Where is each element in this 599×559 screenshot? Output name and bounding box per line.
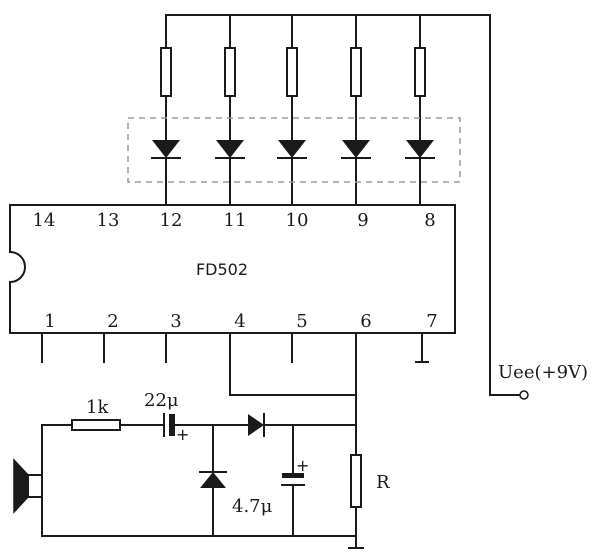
capacitor-4-7u-label: 4.7μ	[232, 496, 273, 517]
led-diode	[152, 140, 180, 158]
pin-14-label: 14	[33, 210, 56, 231]
led-array-outline	[127, 117, 461, 183]
bottom-pin-labels: 1 2 3 4 5 6 7	[44, 311, 437, 332]
top-supply-bus	[165, 14, 521, 396]
resistor-1k	[71, 419, 121, 431]
pin-9-label: 9	[357, 210, 368, 231]
led-diode	[406, 140, 434, 158]
resistor	[414, 47, 426, 97]
pin-6-label: 6	[360, 311, 371, 332]
pin-10-label: 10	[286, 210, 309, 231]
pin-12-label: 12	[160, 210, 183, 231]
resistor-1k-label: 1k	[86, 397, 109, 418]
supply-terminal	[519, 390, 529, 400]
resistor-r	[350, 454, 362, 508]
resistor	[286, 47, 298, 97]
pin-3-label: 3	[170, 311, 181, 332]
led-branch-pin-9	[341, 14, 371, 206]
led-diode	[216, 140, 244, 158]
supply-label: Uee(+9V)	[498, 362, 588, 383]
led-branch-pin-11	[215, 14, 245, 206]
pin4-pin6-connection	[229, 332, 357, 456]
capacitor-4-7u	[282, 473, 304, 478]
pin-8-label: 8	[424, 210, 435, 231]
series-diode	[248, 414, 264, 436]
capacitor-22u-label: 22μ	[144, 390, 179, 411]
pin-2-label: 2	[107, 311, 118, 332]
pin-7-label: 7	[426, 311, 437, 332]
pin-1-label: 1	[44, 311, 55, 332]
resistor	[160, 47, 172, 97]
pin-11-label: 11	[224, 210, 247, 231]
pin-5-label: 5	[296, 311, 307, 332]
led-branch-pin-12	[151, 14, 181, 206]
resistor	[224, 47, 236, 97]
input-stage: 1k 22μ + + 4.7μ R	[13, 390, 390, 549]
resistor	[350, 47, 362, 97]
led-diode	[278, 140, 306, 158]
pin-13-label: 13	[97, 210, 120, 231]
capacitor-4-7u-plus: +	[296, 456, 309, 475]
capacitor-22u	[169, 414, 175, 436]
capacitor-22u-plus: +	[176, 425, 189, 444]
resistor-r-label: R	[376, 472, 390, 493]
led-branch-pin-10	[277, 14, 307, 206]
led-diode	[342, 140, 370, 158]
led-branch-pin-8	[405, 14, 435, 206]
pin-4-label: 4	[234, 311, 245, 332]
top-pin-labels: 14 13 12 11 10 9 8	[33, 210, 436, 231]
bottom-pin-leads	[41, 332, 429, 363]
shunt-diode	[200, 472, 226, 488]
ic-body	[9, 204, 456, 334]
chip-name: FD502	[196, 260, 248, 279]
speaker-icon	[27, 474, 43, 498]
